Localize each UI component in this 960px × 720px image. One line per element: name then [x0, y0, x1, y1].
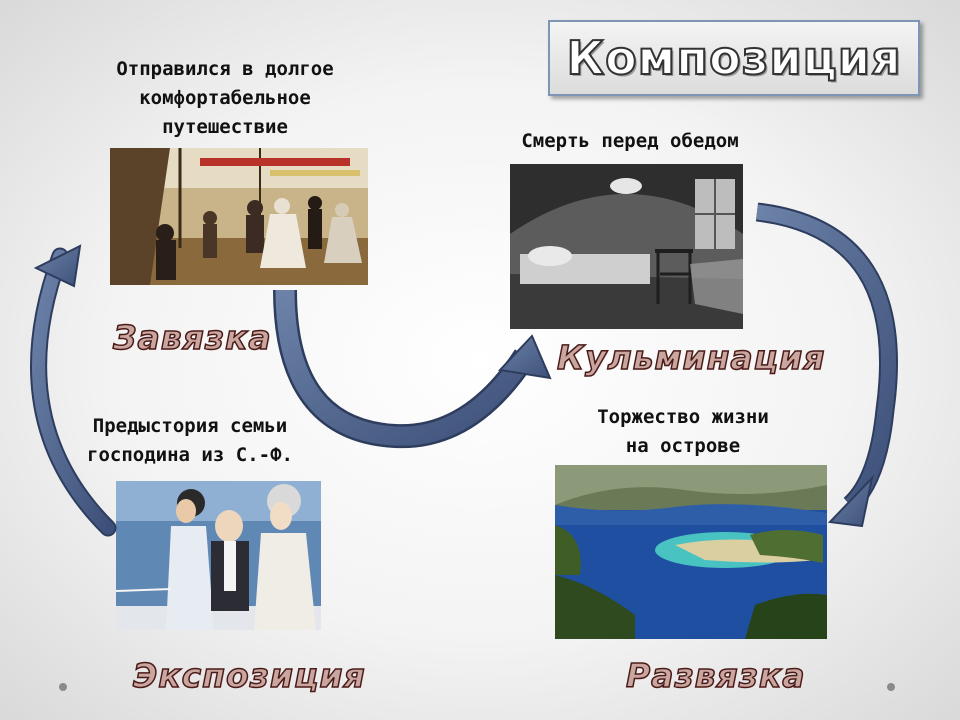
title-box: Композиция: [548, 20, 920, 96]
family-illustration: [116, 481, 321, 630]
island-lagoon-photo-icon: [555, 465, 827, 639]
deathbed-engraving: [510, 164, 743, 329]
caption-backstory: Предыстория семьи господина из С.-Ф.: [87, 415, 293, 466]
stage-exposition: Экспозиция: [132, 655, 366, 696]
stage-resolution: Развязка: [625, 655, 806, 696]
caption-climax: Смерть перед обедом: [521, 130, 739, 152]
ship-deck-painting: [110, 148, 368, 285]
ship-deck-painting-icon: [110, 148, 368, 285]
deathbed-room-engraving-icon: [510, 164, 743, 329]
family-portrait-illustration-icon: [116, 481, 321, 630]
stage-setup: Завязка: [112, 317, 272, 358]
slide-title: Композиция: [565, 30, 902, 86]
corner-dot-right: [887, 683, 895, 691]
arrow-setup-to-climax: [273, 289, 552, 449]
caption-resolution: Торжество жизни на острове: [597, 406, 769, 457]
caption-setup: Отправился в долгое комфортабельное путе…: [116, 58, 334, 138]
arrow-exposition-to-setup: [30, 244, 117, 537]
stage-climax: Кульминация: [556, 337, 826, 378]
arrow-climax-to-resolution: [755, 202, 898, 528]
island-photo: [555, 465, 827, 639]
corner-dot-left: [59, 683, 67, 691]
